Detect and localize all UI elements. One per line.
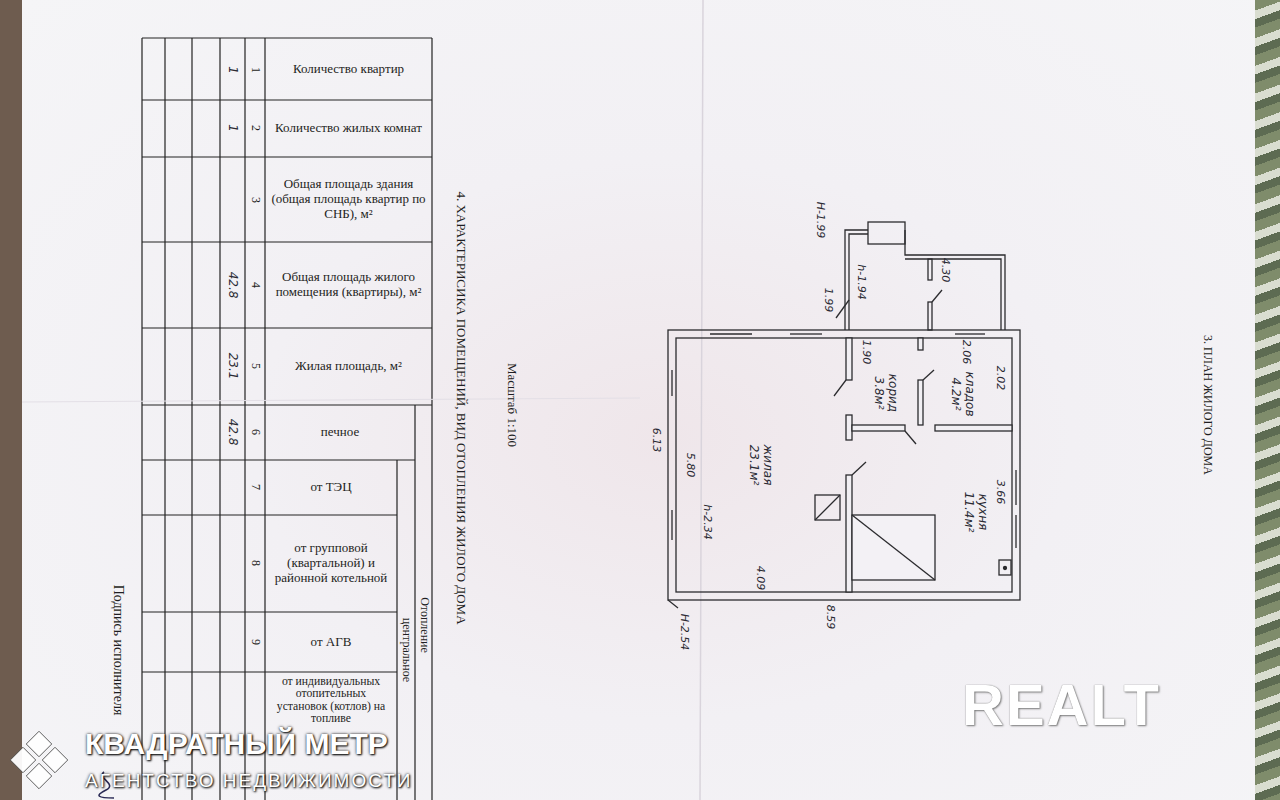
room-label: корид 3.8м² <box>871 365 899 421</box>
dimension: Н-1.99 <box>814 202 827 239</box>
dimension: 1.99 <box>822 288 835 313</box>
table-header: от АГВ <box>265 612 397 672</box>
section-title: 4. ХАРАКТЕРИСИКА ПОМЕЩЕНИЙ, ВИД ОТОПЛЕНИ… <box>454 191 469 624</box>
room-label: жилая 23.1м² <box>746 437 774 493</box>
dimension: Н-2.54 <box>678 614 691 651</box>
table-header: Жилая площадь, м² <box>265 328 432 405</box>
room-area: кухня 11.4м² <box>940 432 1010 592</box>
table-value: 23.1 <box>225 353 239 380</box>
room-area: корид 3.8м² <box>853 360 917 425</box>
scale-note: Масштаб 1:100 <box>505 363 520 447</box>
room-area: жилая 23.1м² <box>680 340 840 590</box>
column-number: 4 <box>248 282 262 288</box>
section-title: 3. ПЛАН ЖИЛОГО ДОМА <box>1200 335 1214 475</box>
column-number: 2 <box>248 125 262 131</box>
column-number: 9 <box>248 639 262 645</box>
dimension: 4.30 <box>939 258 952 283</box>
dimension: h-1.94 <box>855 264 868 299</box>
column-number: 3 <box>248 197 262 203</box>
dimension: 5.80 <box>684 453 697 478</box>
table-group-header: центральное <box>399 618 413 682</box>
table-header: печное <box>265 405 415 460</box>
fabric-edge <box>1255 0 1280 800</box>
table-value: 1 <box>225 124 239 132</box>
column-number: 5 <box>248 363 262 369</box>
dimension: h-2.34 <box>701 504 714 539</box>
dimension: 3.66 <box>994 480 1007 505</box>
table-header: Общая площадь жилого помещения (квартиры… <box>265 242 432 328</box>
table-header: от групповой (квартальной) и районной ко… <box>265 515 397 612</box>
table-group-header: Отопление <box>417 597 431 653</box>
room-label: кладов 4.2м² <box>948 366 976 422</box>
room-area: кладов 4.2м² <box>923 362 1001 425</box>
dimension: 8.59 <box>824 605 837 630</box>
table-value: 42.8 <box>225 272 239 299</box>
dimension: 4.09 <box>754 566 767 591</box>
table-value: 1 <box>225 66 239 74</box>
table-header: Количество жилых комнат <box>265 100 432 157</box>
table-header: от индивидуальных отопительных установок… <box>265 674 397 728</box>
table-header: от ТЭЦ <box>265 460 397 515</box>
signature-label: Подпись исполнителя <box>110 585 126 716</box>
watermark: АГЕНТСТВО НЕДВИЖИМОСТИ <box>85 770 413 792</box>
column-number: 1 <box>248 67 262 73</box>
room-label: кухня 11.4м² <box>961 484 989 540</box>
table-header: Общая площадь здания (общая площадь квар… <box>265 157 432 242</box>
dimension: 2.06 <box>960 340 973 365</box>
watermark: REALT <box>962 672 1161 739</box>
column-number: 7 <box>248 484 262 490</box>
dimension: 2.02 <box>994 366 1007 391</box>
column-number: 6 <box>248 429 262 435</box>
watermark: КВАДРАТНЫЙ МЕТР <box>85 727 388 762</box>
dimension: 1.90 <box>860 340 873 365</box>
table-value: 42.8 <box>225 419 239 446</box>
dimension: 6.13 <box>650 428 663 453</box>
column-number: 8 <box>248 560 262 566</box>
table-header: Количество квартир <box>265 38 432 100</box>
